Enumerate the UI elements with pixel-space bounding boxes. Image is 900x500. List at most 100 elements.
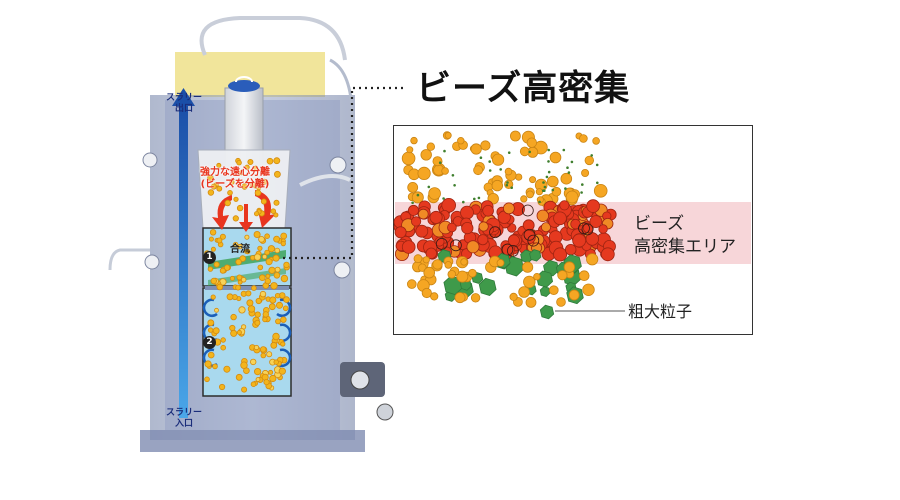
machine-bead [220,344,227,351]
orange-bead [491,179,504,192]
orange-bead [460,258,468,266]
machine-bead [204,376,210,383]
dense-bead-outline [435,237,448,250]
orange-bead [422,256,430,264]
machine-bead [229,179,235,185]
orange-bead [520,195,528,203]
slurry-outlet-label-line1: スラリー [166,93,203,103]
dense-red-bead [600,247,615,262]
dense-red-bead [589,215,603,229]
machine-bead [207,174,214,181]
machine-base [140,430,365,452]
machine-bead [236,159,242,166]
centrifugal-label-line2: (ビーズを分離) [200,179,270,190]
orange-bead [525,296,537,308]
orange-bead [423,266,436,279]
orange-bead [417,166,431,180]
dense-red-bead [466,240,480,254]
machine-bead [237,279,243,285]
machine-bead [240,277,247,283]
machine-bead [216,283,224,291]
orange-bead [411,191,424,204]
slurry-outlet-label-line2: 出口 [175,104,194,114]
machine-bead [261,178,268,185]
fine-particle [488,160,492,163]
orange-bead [582,283,595,297]
dense-red-bead [478,221,489,232]
orange-bead [406,279,417,289]
dense-bead-outline [507,244,519,257]
orange-bead [421,287,432,299]
machine-bead [267,245,275,253]
dense-red-bead [394,226,407,239]
machine-bead [283,261,290,269]
machine-bead [273,359,279,365]
fine-particle [473,197,476,201]
machine-bead [266,157,274,165]
fine-particle [562,148,566,152]
fine-particle [528,150,531,154]
dense-red-bead [482,205,494,217]
orange-bead [496,258,505,267]
machine-bead [250,381,257,388]
machine-bead [216,185,223,192]
orange-bead [529,176,537,184]
machine-bead [269,296,277,304]
machine-bead [283,296,290,303]
orange-bead [447,269,457,279]
zone-2-marker: 2 [203,336,216,349]
orange-bead [521,261,534,273]
machine-bead [264,233,270,240]
fine-particle [443,149,446,153]
zone-1-marker: 1 [203,251,216,264]
orange-bead [592,137,600,145]
machine-bead [249,181,256,188]
orange-bead [568,289,580,301]
coarse-particle [529,249,542,262]
dense-red-bead [586,199,600,213]
fine-particle [479,156,483,159]
orange-bead [504,167,513,176]
orange-bead [593,184,608,198]
machine-bead [259,290,267,298]
orange-bead [533,273,541,281]
machine-bead [239,255,247,262]
orange-bead [444,131,452,139]
machine-bead [262,311,269,318]
machine-bead [210,294,216,300]
dense-red-bead [477,234,489,246]
machine-bead [229,275,235,281]
machine-bead [254,211,260,217]
coarse-particle-label: 粗大粒子 [628,302,693,321]
fine-particle [595,163,599,167]
machine-bead [219,267,226,274]
machine-bead [238,170,244,176]
machine-bead [270,341,278,349]
orange-bead [551,186,562,197]
orange-bead [510,130,521,142]
machine-bead [223,264,231,271]
orange-bead [428,187,441,200]
fine-particle [580,191,583,194]
dense-red-bead [407,204,419,216]
machine-bead [232,215,239,222]
dense-red-bead [507,234,520,247]
fine-particle [543,185,547,189]
dense-red-bead [553,211,567,226]
dense-bead-outline [521,204,534,217]
machine-bead [258,274,266,282]
machine-bead [280,316,287,323]
orange-bead [557,270,568,281]
machine-bead [237,243,243,250]
machine-bead [275,301,283,309]
slurry-inlet-label-line1: スラリー [166,408,203,418]
dense-red-bead [565,243,577,256]
orange-bead [406,146,414,154]
fine-particle [547,170,551,174]
orange-bead [441,167,449,175]
machine-bead [232,241,239,248]
machine-bead [244,234,250,240]
machine-bead [214,307,219,313]
machine-bead [280,241,286,247]
